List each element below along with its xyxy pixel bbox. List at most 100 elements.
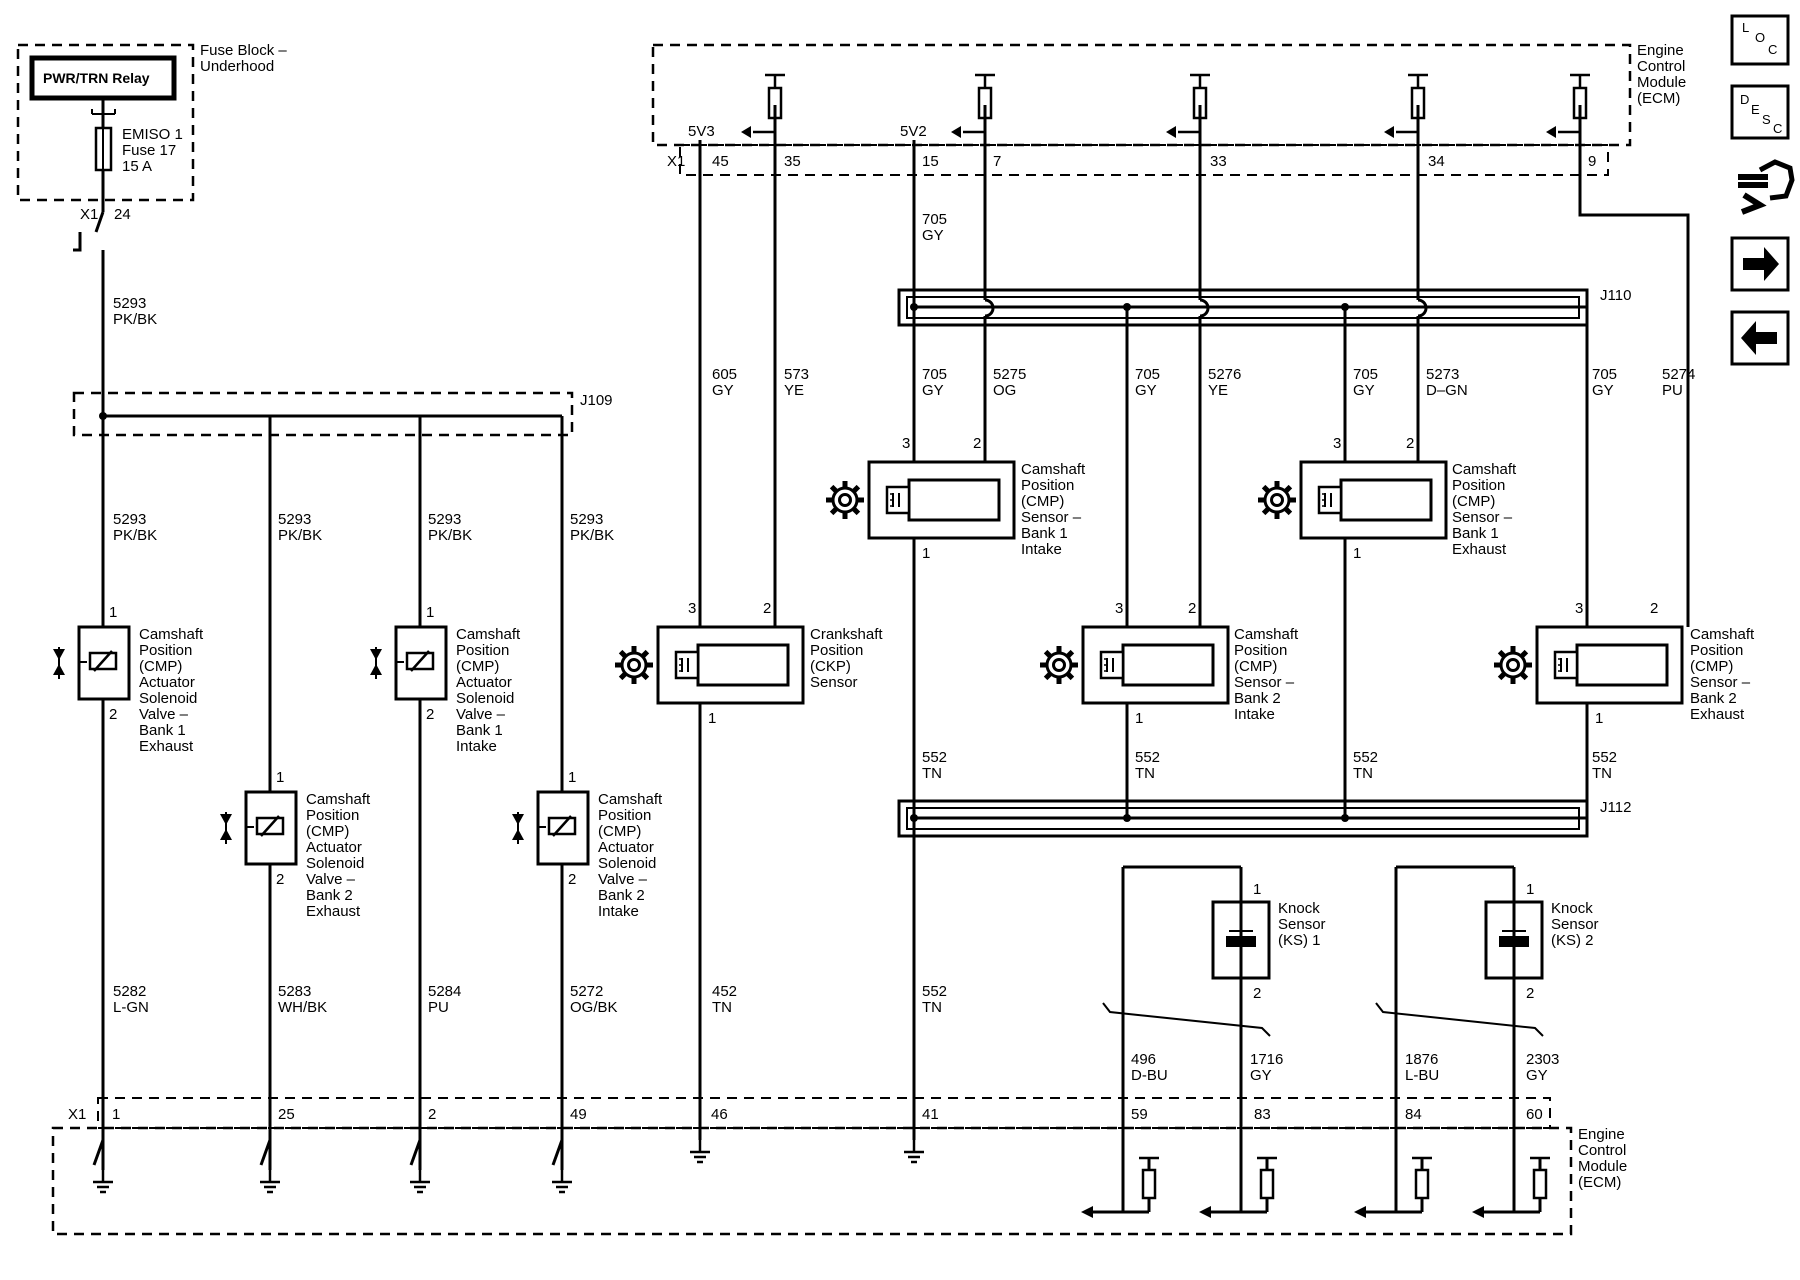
svg-text:L: L xyxy=(1742,20,1749,35)
component-name: Camshaft xyxy=(306,791,371,808)
nav-panel: L O C D E S C xyxy=(1730,14,1795,366)
pin-label: 2 xyxy=(109,706,117,723)
component-name: Solenoid xyxy=(306,855,364,872)
component-name: Bank 2 xyxy=(598,887,645,904)
wire-circuit: 705 xyxy=(1592,366,1617,383)
component-name: Knock xyxy=(1551,900,1593,917)
wire-labels: 5293PK/BK5293PK/BK5293PK/BK5293PK/BK5293… xyxy=(113,211,1695,1084)
svg-text:Engine: Engine xyxy=(1637,42,1684,59)
splice-j110-label: J110 xyxy=(1600,287,1631,304)
wire-color: GY xyxy=(712,382,734,399)
wire-color: PU xyxy=(428,999,449,1016)
wire-color: TN xyxy=(1353,765,1373,782)
wire-circuit: 5293 xyxy=(113,295,146,312)
ground-icon xyxy=(258,1168,282,1194)
wire-color: GY xyxy=(1135,382,1157,399)
pin-label: 1 xyxy=(1526,881,1534,898)
component-name: Position xyxy=(598,807,651,824)
next-arrow-icon[interactable] xyxy=(1730,236,1790,292)
valve-icon xyxy=(512,812,524,844)
pin-label: 1 xyxy=(568,769,576,786)
wire-color: GY xyxy=(922,227,944,244)
ecm-bottom-pin: 41 xyxy=(922,1106,939,1123)
component-name: Intake xyxy=(598,903,639,920)
wire-circuit: 5273 xyxy=(1426,366,1459,383)
component-name: Camshaft xyxy=(1452,461,1517,478)
component-name: Knock xyxy=(1278,900,1320,917)
wire-circuit: 605 xyxy=(712,366,737,383)
wire-color: PK/BK xyxy=(113,527,157,544)
fuse-connector: X1 xyxy=(80,206,98,223)
component-name: Sensor – xyxy=(1452,509,1513,526)
pin-label: 2 xyxy=(1188,600,1196,617)
ecm-bottom-pin: 1 xyxy=(112,1106,120,1123)
wire-color: GY xyxy=(1250,1067,1272,1084)
wire-circuit: 5293 xyxy=(113,511,146,528)
component-name: (CMP) xyxy=(139,658,182,675)
splice-j112-label: J112 xyxy=(1600,799,1631,816)
valve-icon xyxy=(220,812,232,844)
wire-circuit: 552 xyxy=(1353,749,1378,766)
component-name: Camshaft xyxy=(139,626,204,643)
component-name: Valve – xyxy=(306,871,356,888)
relay-label: PWR/TRN Relay xyxy=(43,70,150,86)
pin-label: 2 xyxy=(973,435,981,452)
component-name: Sensor xyxy=(810,674,858,691)
component-name: Actuator xyxy=(456,674,512,691)
loc-icon[interactable]: L O C xyxy=(1730,14,1790,66)
wire-color: GY xyxy=(1526,1067,1548,1084)
svg-text:Module: Module xyxy=(1578,1158,1627,1175)
component-name: Camshaft xyxy=(1021,461,1086,478)
ecm-top-title: Engine Control Module (ECM) xyxy=(1637,42,1686,107)
wire-circuit: 705 xyxy=(1135,366,1160,383)
wire-circuit: 705 xyxy=(922,366,947,383)
pin-label: 1 xyxy=(1595,710,1603,727)
wire-color: YE xyxy=(784,382,804,399)
component-name: Position xyxy=(1021,477,1074,494)
fuse-pin: 24 xyxy=(114,206,131,223)
back-arrow-icon[interactable] xyxy=(1730,310,1790,366)
pin-label: 1 xyxy=(708,710,716,727)
gear-icon xyxy=(826,481,864,519)
ground-icon xyxy=(550,1168,574,1194)
valve-icon xyxy=(370,647,382,679)
component-name: Actuator xyxy=(139,674,195,691)
wire-circuit: 552 xyxy=(922,749,947,766)
wire-color: TN xyxy=(1135,765,1155,782)
splice-dot xyxy=(1341,814,1349,822)
svg-text:Engine: Engine xyxy=(1578,1126,1625,1143)
splice-dot xyxy=(910,303,918,311)
wire-circuit: 5293 xyxy=(570,511,603,528)
wire-circuit: 705 xyxy=(922,211,947,228)
ecm-bottom-title: Engine Control Module (ECM) xyxy=(1578,1126,1627,1191)
wire-circuit: 5275 xyxy=(993,366,1026,383)
component-name: Actuator xyxy=(598,839,654,856)
component-name: Actuator xyxy=(306,839,362,856)
gear-icon xyxy=(1494,646,1532,684)
desc-icon[interactable]: D E S C xyxy=(1730,84,1790,140)
ecm-bottom-pin: 59 xyxy=(1131,1106,1148,1123)
fuse-number: Fuse 17 xyxy=(122,142,176,159)
pin-label: 2 xyxy=(763,600,771,617)
component-name: Camshaft xyxy=(598,791,663,808)
wire-color: YE xyxy=(1208,382,1228,399)
ecm-bottom-pin: 46 xyxy=(711,1106,728,1123)
component-name: (CMP) xyxy=(1021,493,1064,510)
component-name: Position xyxy=(306,807,359,824)
wrench-hand-icon[interactable] xyxy=(1738,159,1795,215)
wire-color: L-GN xyxy=(113,999,149,1016)
